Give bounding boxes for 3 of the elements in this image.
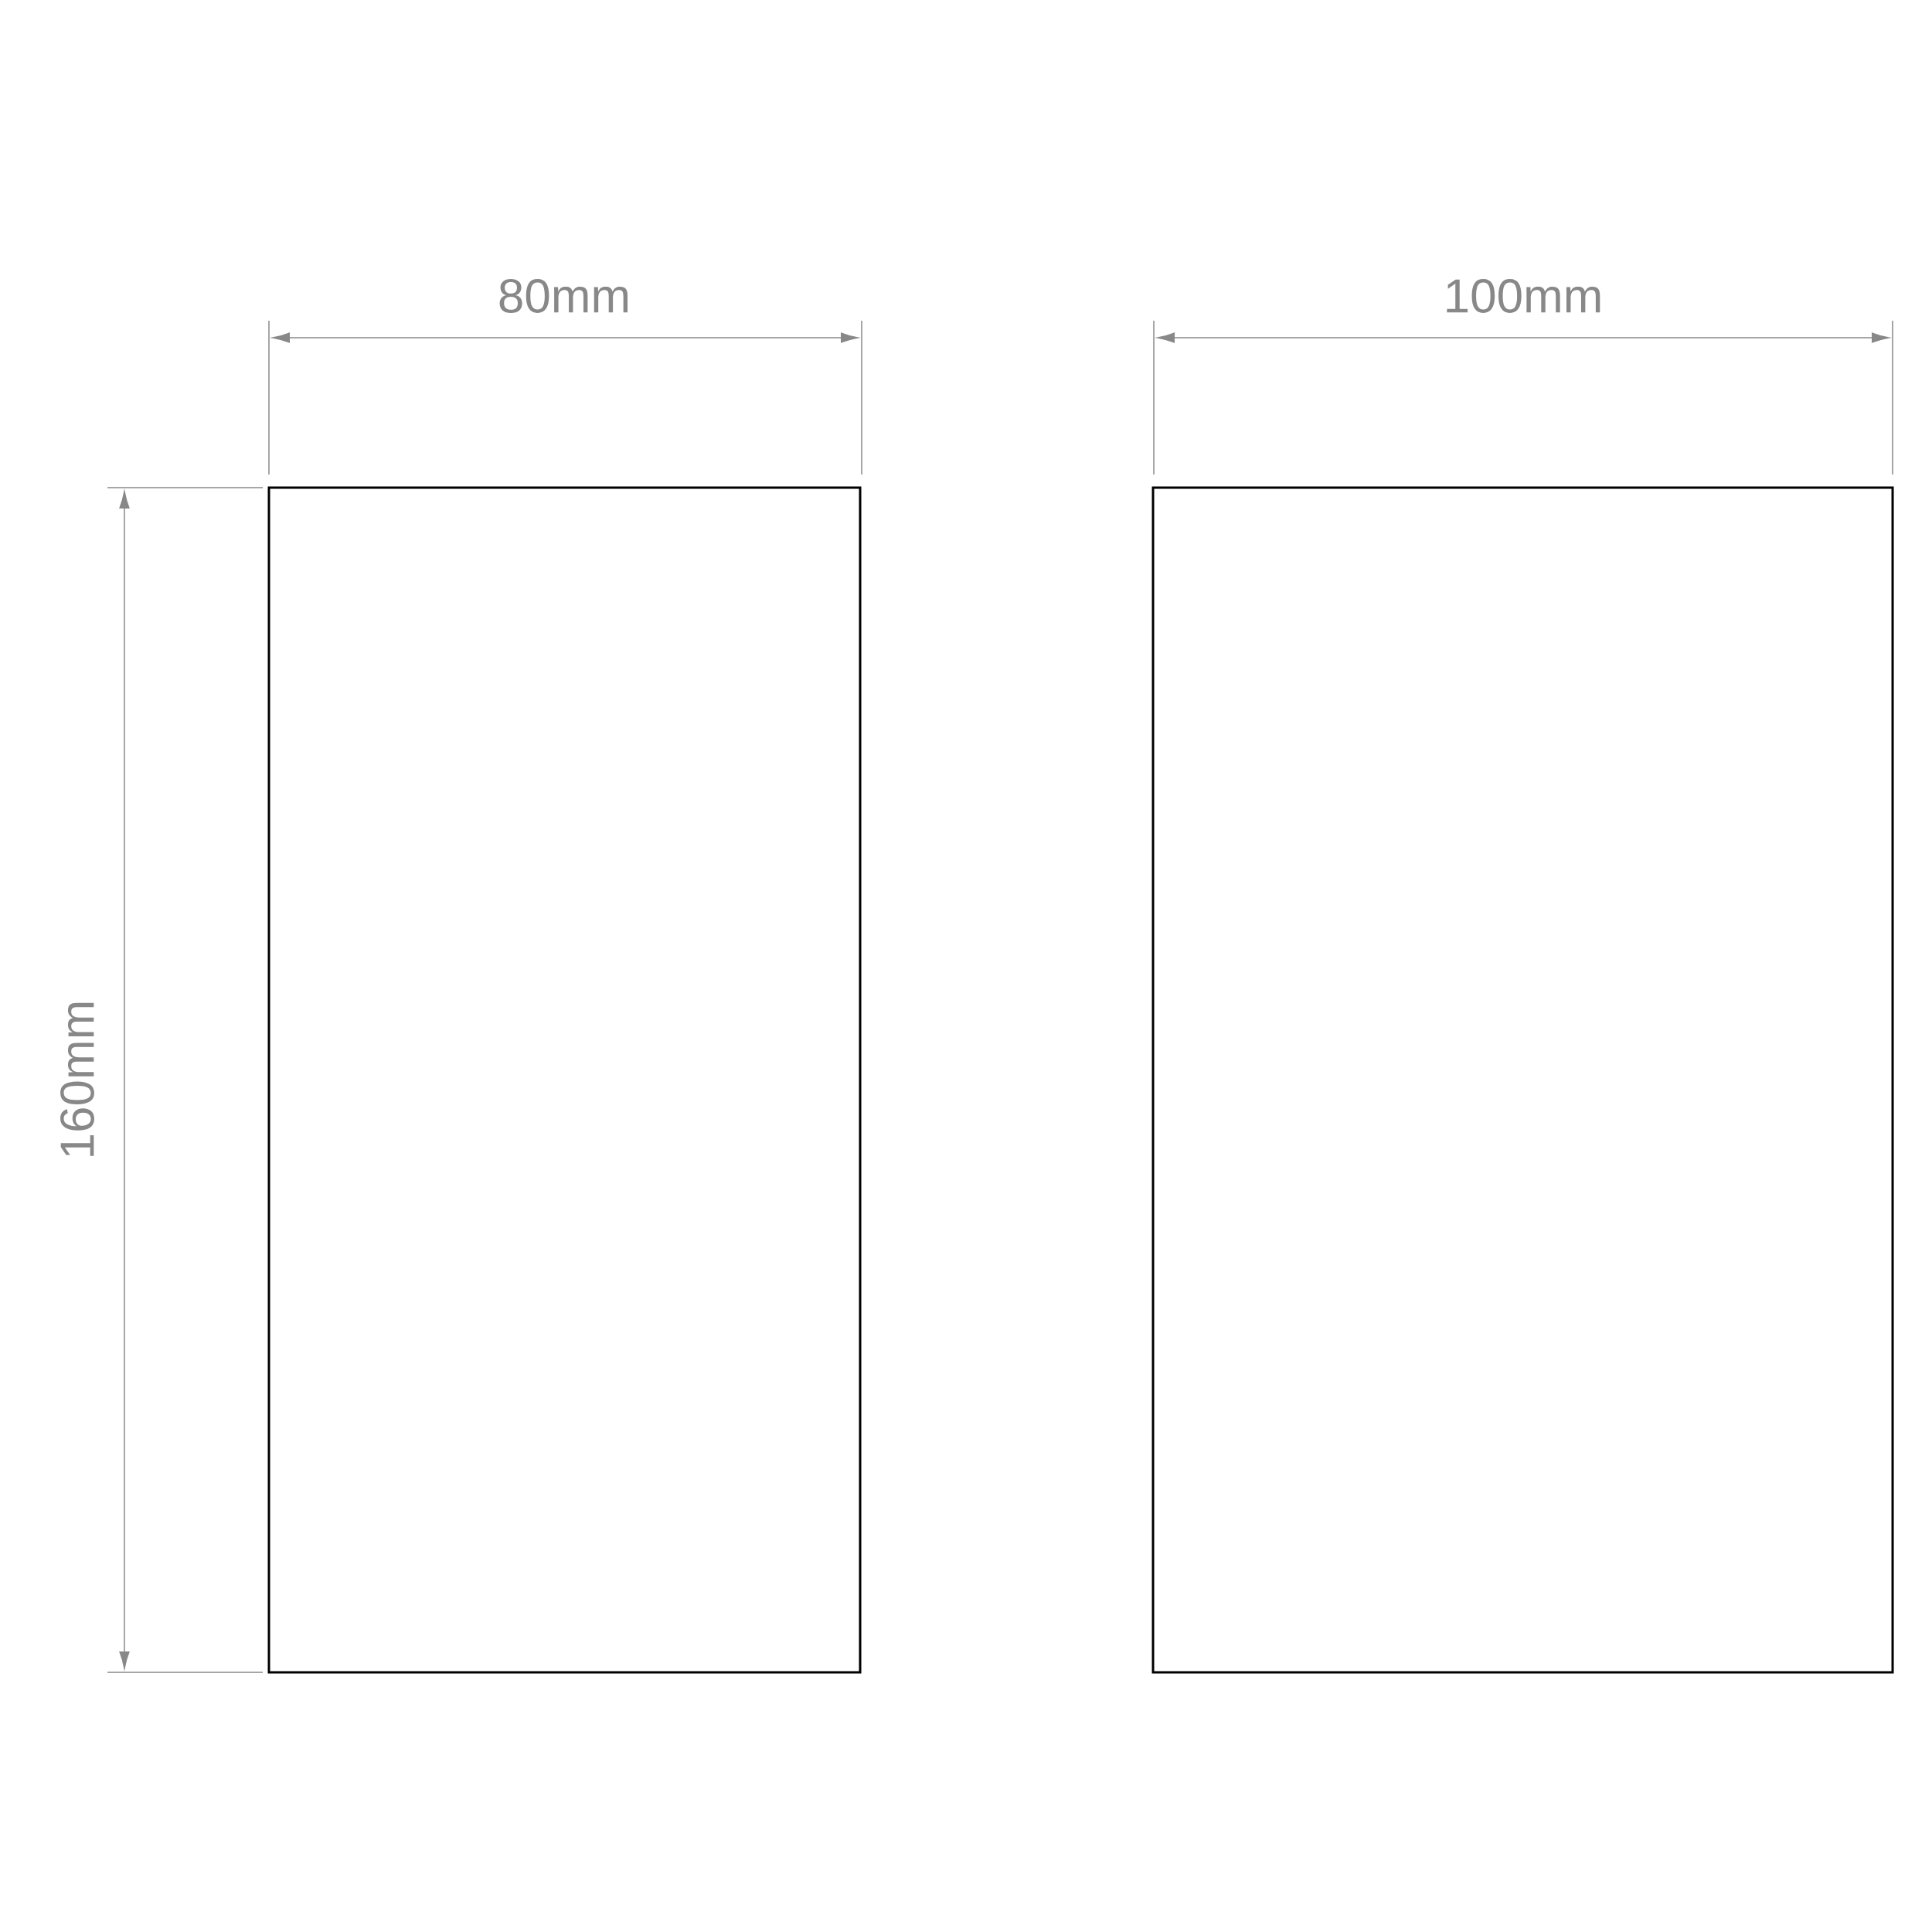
- dimension-label: 100mm: [1447, 279, 1600, 313]
- dimension-label: 160mm: [60, 1002, 94, 1156]
- dimension-label: 80mm: [499, 279, 628, 313]
